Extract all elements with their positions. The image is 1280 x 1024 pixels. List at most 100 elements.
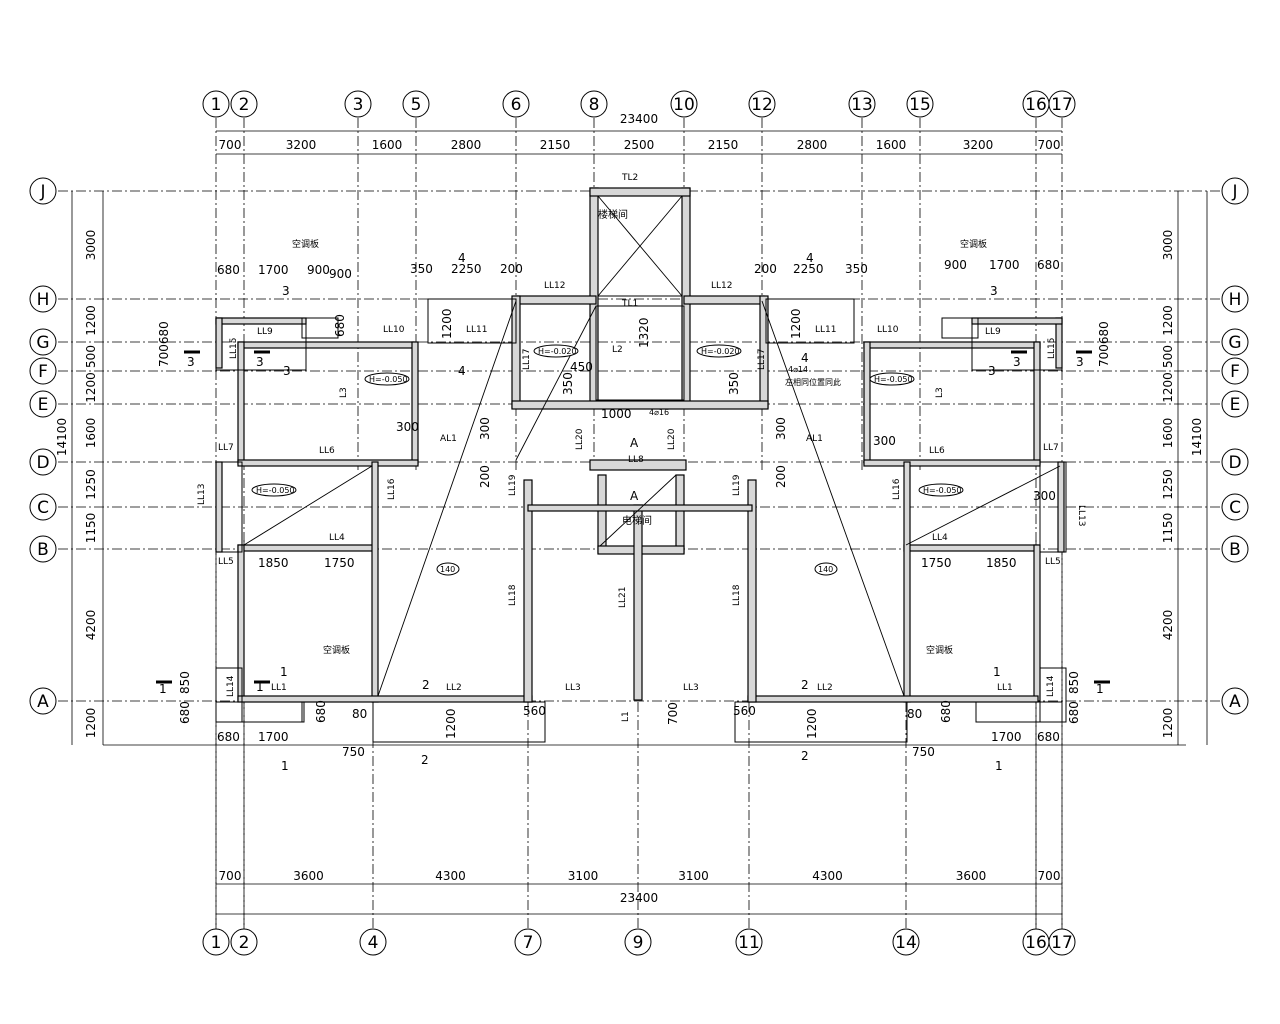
axis-bubble-top-15-text: 15 [909, 95, 931, 115]
elevation-tags: H=-0.020 H=-0.020 H=-0.050 H=-0.050 H=-0… [251, 344, 964, 576]
axis-bubble-top-12 [748, 90, 776, 118]
beam-ll17-right: LL17 [757, 349, 767, 370]
elev-tag-r3 [918, 483, 964, 497]
beam-ll6-left: LL6 [319, 446, 335, 456]
axis-bubble-left-G-text: G [36, 333, 49, 353]
dim-top-7: 2800 [797, 138, 828, 152]
axis-bubble-bottom-11-text: 11 [738, 933, 760, 953]
dim-bay-l2: 2250 [451, 262, 482, 276]
outline-box-15 [595, 305, 685, 401]
dim-right-7: 4200 [1161, 610, 1175, 641]
dim-top-5: 2500 [624, 138, 655, 152]
axis-bubble-top-6-text: 6 [511, 95, 522, 115]
dim-450: 450 [570, 360, 593, 374]
dim-bay-l1: 350 [410, 262, 433, 276]
axis-bubble-bottom-9-text: 9 [633, 933, 644, 953]
side-section-1-right: 1 [1096, 682, 1104, 696]
dim-left-5: 1250 [84, 469, 98, 500]
outline-box-11 [941, 317, 979, 339]
dim-700680-left: 700680 [157, 321, 171, 367]
beam-ll19-left: LL19 [508, 474, 518, 496]
beam-ll4-right: LL4 [932, 533, 948, 543]
dim-overall-right: 14100 [1190, 418, 1204, 456]
wall-segment-34 [633, 504, 643, 701]
axis-bubble-left-C-text: C [37, 498, 49, 518]
elev-tag-r2-text: H=-0.050 [874, 375, 913, 384]
wall-segment-35 [527, 504, 753, 512]
wall-segment-4 [683, 295, 765, 305]
wall-segment-8 [589, 459, 687, 471]
axis-bubble-left-F [29, 357, 57, 385]
dim-300-v-right: 300 [774, 417, 788, 440]
dim-1000: 1000 [601, 407, 632, 421]
elev-tag-right-text: H=-0.020 [701, 347, 740, 356]
dim-top-8: 1600 [876, 138, 907, 152]
axis-bubble-top-3-text: 3 [353, 95, 364, 115]
axis-bubble-right-A [1221, 687, 1249, 715]
beam-ll1-right: LL1 [997, 683, 1013, 693]
dim-200-v-right: 200 [774, 465, 788, 488]
axis-bubble-right-G-text: G [1228, 333, 1241, 353]
wall-segment-28 [903, 544, 1039, 552]
axis-bubble-right-A-text: A [1229, 692, 1241, 712]
wall-segment-37 [1057, 461, 1065, 553]
axis-bubble-bottom-9 [624, 928, 652, 956]
axis-bubble-bottom-14 [892, 928, 920, 956]
beam-ll11-right: LL11 [815, 325, 836, 335]
section-mark-1-br: 1 [993, 665, 1001, 679]
wall-segment-13 [215, 317, 223, 369]
wall-segment-3 [515, 295, 597, 305]
outline-box-16 [215, 701, 305, 723]
slab-tag-right [814, 562, 838, 576]
dim-300-v-left: 300 [478, 417, 492, 440]
elev-tag-right [696, 344, 742, 358]
beam-ll12-left: LL12 [544, 281, 565, 291]
elev-tag-left [533, 344, 579, 358]
axis-bubble-left-H [29, 285, 57, 313]
beam-al1-right: AL1 [806, 434, 823, 444]
beam-ll15-right: LL15 [1047, 338, 1057, 359]
elev-tag-r3-text: H=-0.050 [923, 486, 962, 495]
dim-balcony-l2: 1700 [258, 263, 289, 277]
side-section-3-left: 3 [187, 355, 195, 369]
beam-ll11-left: LL11 [466, 325, 487, 335]
wall-segment-26 [371, 461, 379, 703]
beam-ll5-left: LL5 [218, 557, 234, 567]
diagonal-line-3 [377, 300, 517, 697]
beam-ll20-right: LL20 [667, 428, 677, 450]
walls [156, 187, 1110, 743]
diagonal-line-1 [597, 195, 683, 297]
axis-bubble-bottom-17-text: 17 [1051, 933, 1073, 953]
diagonal-line-6 [905, 465, 1061, 546]
dim-bottom-1: 3600 [293, 869, 324, 883]
axis-bubble-right-H [1221, 285, 1249, 313]
axis-bubble-left-A-text: A [37, 692, 49, 712]
wall-segment-15 [971, 317, 1063, 325]
wall-segment-16 [237, 341, 415, 349]
dim-bottom-3: 3100 [568, 869, 599, 883]
dim-right-2: 500 [1161, 345, 1175, 368]
dim-700680-right: 700680 [1097, 321, 1111, 367]
dim-room-l2: 1750 [324, 556, 355, 570]
dim-right-8: 1200 [1161, 708, 1175, 739]
dim-560-left: 560 [523, 704, 546, 718]
beam-ll13-right: LL13 [1076, 505, 1086, 526]
dim-right-1: 1200 [1161, 305, 1175, 336]
stair-label: 楼梯间 [598, 208, 628, 221]
beam-l3-right: L3 [935, 387, 945, 398]
room-labels: 楼梯间 电梯间 空调板 空调板 空调板 空调板 左相同位置同此 4⌀14 4⌀1… [197, 173, 1086, 722]
dim-680-b1: 680 [314, 700, 328, 723]
axis-bubble-top-17-text: 17 [1051, 95, 1073, 115]
axis-bubble-bottom-4-text: 4 [368, 933, 379, 953]
wall-segment-29 [1033, 544, 1041, 702]
dim-300-left: 300 [396, 420, 419, 434]
beam-ll21: LL21 [618, 587, 628, 608]
wall-segment-7 [511, 400, 769, 410]
dim-left-6: 1150 [84, 513, 98, 544]
dim-room-l1: 1850 [258, 556, 289, 570]
dim-bottom-0: 700 [219, 869, 242, 883]
beam-ll2-left: LL2 [446, 683, 462, 693]
